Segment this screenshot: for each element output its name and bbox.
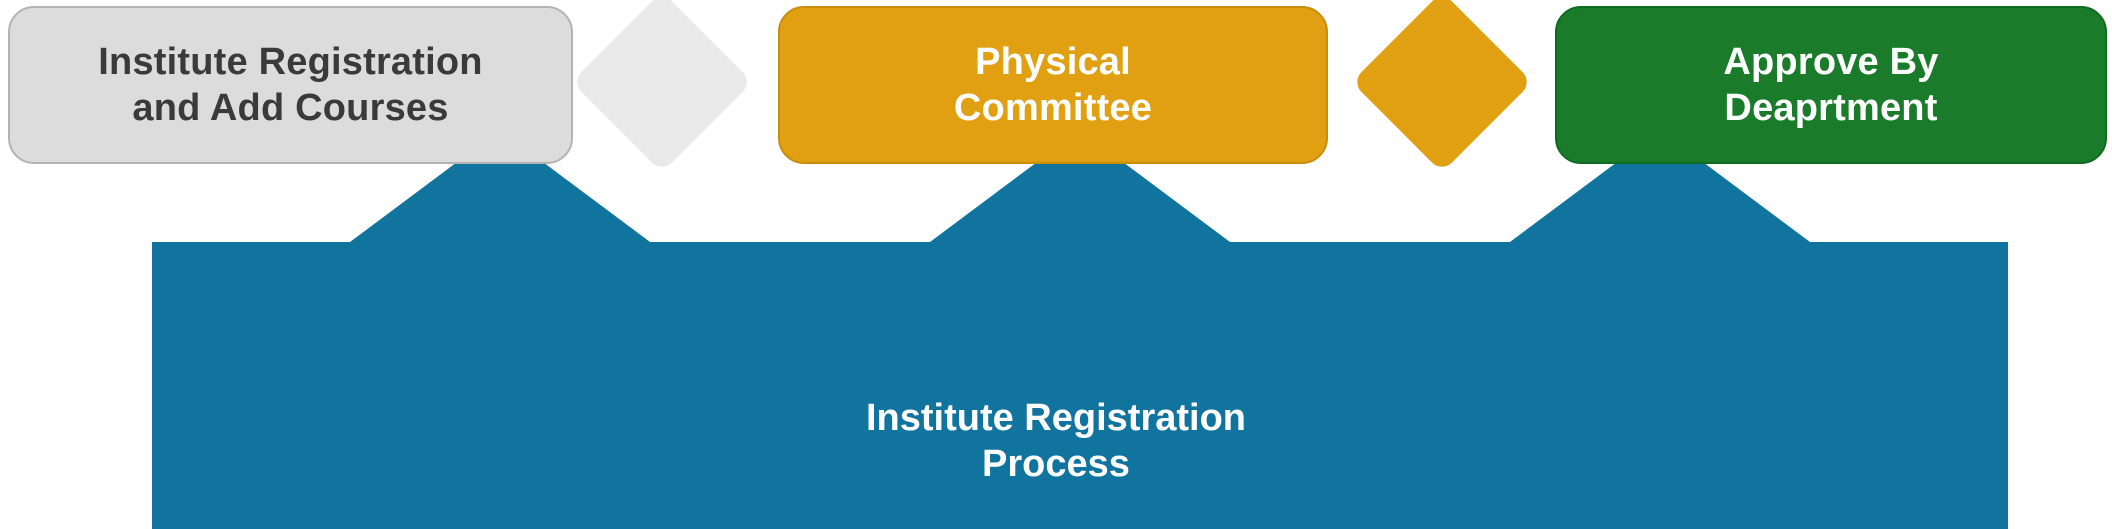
band-label-box: Institute Registration Process (762, 348, 1350, 529)
step-physical-committee[interactable]: Physical Committee (778, 6, 1328, 164)
band-label-text: Institute Registration Process (865, 396, 1247, 485)
step-institute-registration-label: Institute Registration and Add Courses (98, 40, 483, 129)
connector-diamond-2-icon (1351, 0, 1533, 173)
step-approve-by-department[interactable]: Approve By Deaprtment (1555, 6, 2107, 164)
connector-diamond-1-icon (571, 0, 753, 173)
step-institute-registration[interactable]: Institute Registration and Add Courses (8, 6, 573, 164)
step-approve-by-department-label: Approve By Deaprtment (1723, 40, 1939, 129)
step-physical-committee-label: Physical Committee (953, 40, 1153, 129)
